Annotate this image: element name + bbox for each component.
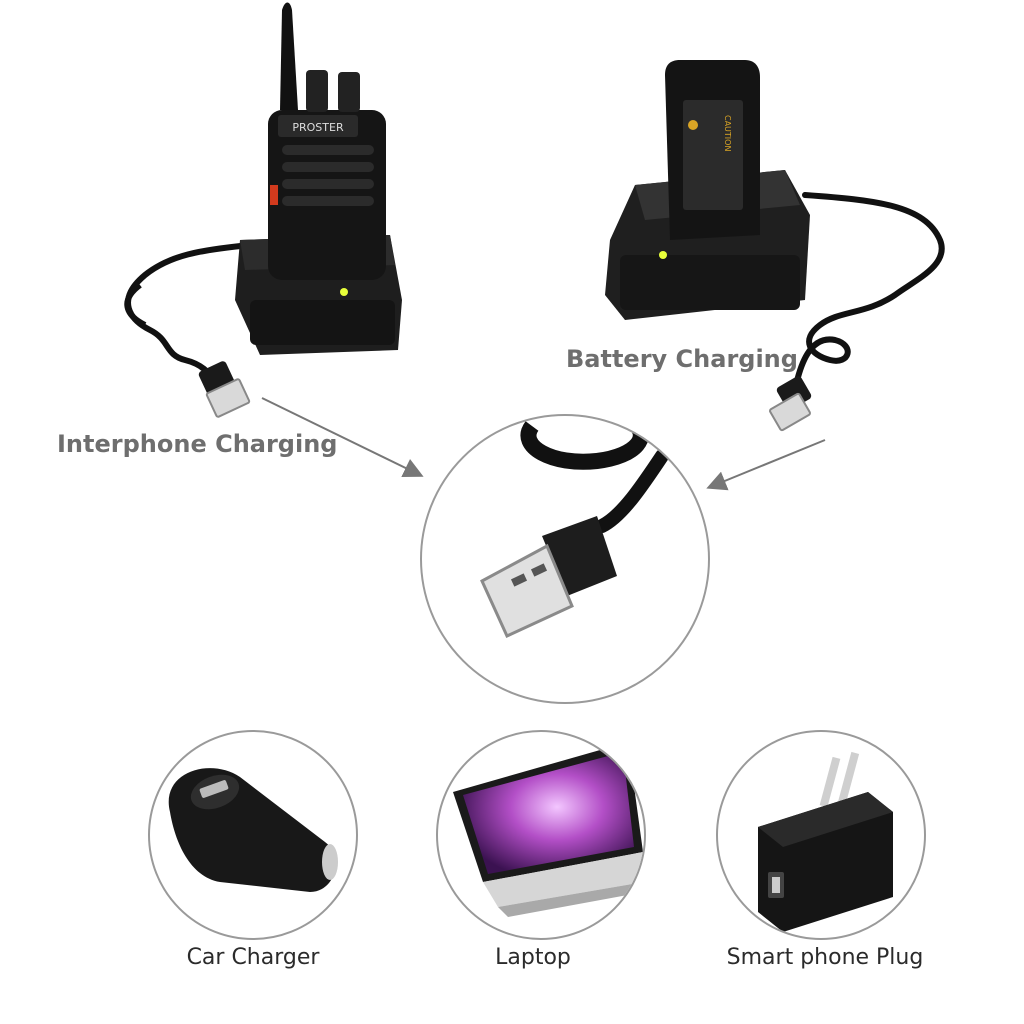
car-charger-label: Car Charger [186, 945, 320, 970]
laptop-circle [436, 730, 646, 940]
arrow-left [261, 397, 424, 477]
battery-charging-label: Battery Charging [566, 345, 798, 373]
smart-phone-plug-label: Smart phone Plug [726, 945, 924, 970]
wall-plug-circle [716, 730, 926, 940]
car-charger-circle [148, 730, 358, 940]
battery-charging-image: CAUTION [595, 55, 955, 440]
laptop-label: Laptop [495, 945, 571, 970]
battery-caution-text: CAUTION [723, 115, 732, 151]
usb-closeup-circle [420, 414, 710, 704]
arrow-right [706, 439, 826, 491]
radio-brand-text: PROSTER [292, 121, 344, 134]
interphone-charging-image: PROSTER [110, 0, 420, 420]
interphone-charging-label: Interphone Charging [57, 430, 338, 458]
